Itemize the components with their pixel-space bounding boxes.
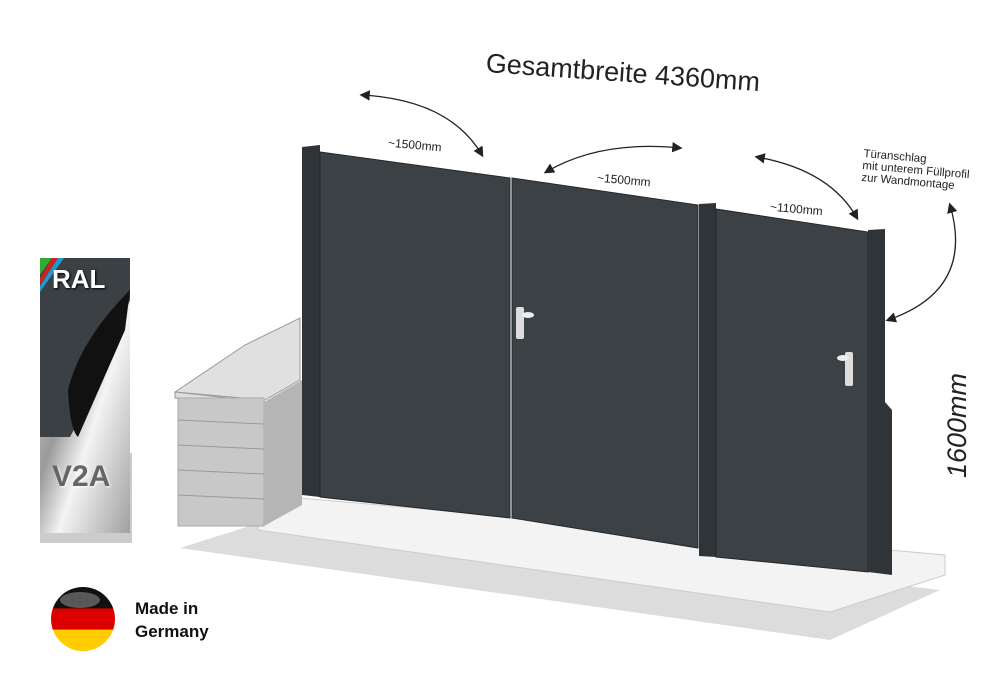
made-line: Made in: [135, 599, 199, 618]
gate-panel-right: [715, 208, 869, 573]
gate-panel-middle: [511, 177, 699, 549]
dimension-arrows: [359, 90, 958, 323]
made-in-germany: Made in Germany: [135, 597, 209, 643]
ral-label: RAL: [52, 264, 106, 294]
dim-height: 1600mm: [942, 372, 973, 479]
handle-right: [845, 352, 853, 386]
made-line: Germany: [135, 622, 209, 641]
gate-panel-left: [319, 151, 511, 519]
stone-wall: [173, 317, 302, 527]
germany-flag-icon: [51, 587, 115, 651]
right-post: [868, 229, 892, 575]
ral-v2a-badge: [40, 258, 132, 543]
handle-middle: [516, 307, 524, 339]
v2a-label: V2A: [52, 460, 111, 493]
left-post: [302, 145, 320, 497]
middle-post: [699, 203, 716, 557]
